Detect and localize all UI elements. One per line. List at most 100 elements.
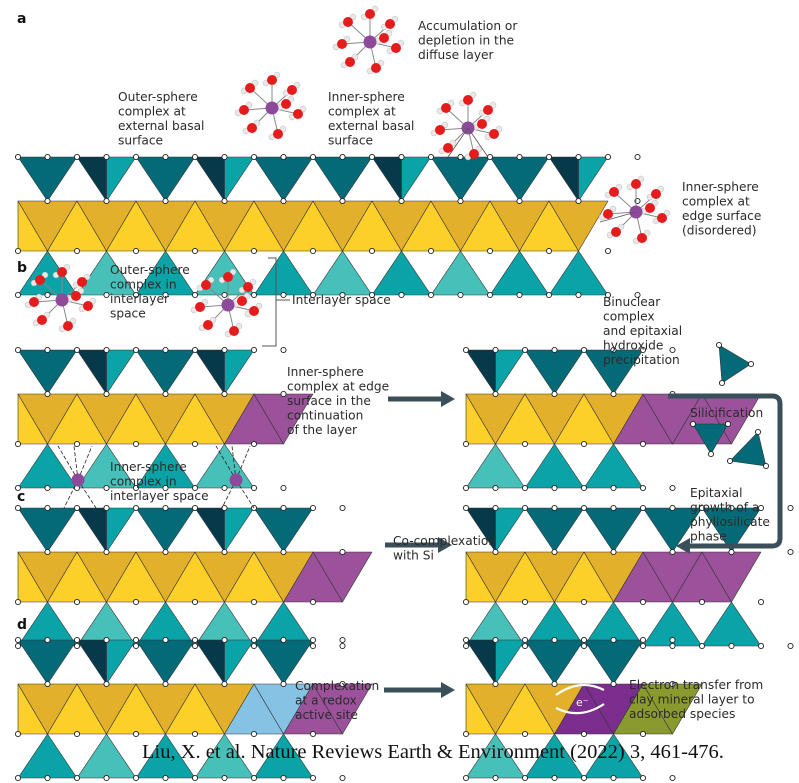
oxygen-atom bbox=[243, 282, 253, 292]
oxygen-node bbox=[669, 548, 676, 556]
oxygen-node bbox=[610, 504, 617, 512]
oxygen-node bbox=[250, 291, 258, 299]
oxygen-node bbox=[44, 484, 51, 492]
oxygen-node bbox=[551, 548, 558, 556]
oxygen-atom bbox=[645, 203, 655, 213]
label-line: phase bbox=[690, 530, 727, 544]
oxygen-node bbox=[103, 346, 110, 354]
label-line: adsorbed species bbox=[629, 707, 735, 721]
tetrahedron bbox=[524, 507, 585, 553]
label-line: external basal bbox=[328, 119, 414, 133]
oxygen-node bbox=[639, 598, 647, 606]
tetrahedron bbox=[76, 639, 107, 685]
silica-tetrahedron bbox=[692, 423, 729, 455]
oxygen-node bbox=[754, 428, 762, 436]
label-line: of the layer bbox=[287, 423, 358, 437]
oxygen-node bbox=[457, 291, 464, 299]
oxygen-node bbox=[728, 504, 735, 512]
oxygen-node bbox=[726, 457, 734, 465]
label-line: active site bbox=[295, 708, 358, 722]
oxygen-node bbox=[521, 636, 529, 644]
tetrahedron bbox=[224, 507, 255, 553]
oxygen-node bbox=[610, 680, 617, 688]
label-line: growth of a bbox=[690, 501, 759, 515]
oxygen-node bbox=[757, 642, 765, 650]
oxygen-node bbox=[462, 346, 470, 354]
oxygen-node bbox=[339, 548, 346, 556]
label-line: Outer-sphere bbox=[110, 263, 190, 277]
interlayer-bracket bbox=[262, 257, 277, 347]
oxygen-node bbox=[250, 484, 258, 492]
diffuse-layer-complex bbox=[332, 5, 405, 75]
oxygen-node bbox=[191, 642, 199, 650]
tetrahedron bbox=[465, 639, 496, 685]
oxygen-atom bbox=[287, 85, 297, 95]
oxygen-node bbox=[610, 636, 617, 644]
oxygen-node bbox=[580, 774, 588, 782]
tetrahedron bbox=[524, 349, 585, 395]
oxygen-node bbox=[604, 247, 612, 255]
oxygen-node bbox=[191, 774, 199, 782]
oxygen-atom bbox=[637, 233, 647, 243]
label-line: precipitation bbox=[603, 353, 680, 367]
oxygen-node bbox=[221, 680, 228, 688]
oxygen-atom bbox=[293, 109, 303, 119]
electron-transfer-arrow bbox=[555, 683, 605, 696]
oxygen-node bbox=[486, 291, 494, 299]
oxygen-node bbox=[280, 680, 287, 688]
oxygen-node bbox=[221, 774, 228, 782]
oxygen-node bbox=[162, 346, 169, 354]
tetrahedron bbox=[17, 507, 78, 553]
tetrahedron bbox=[17, 443, 78, 489]
oxygen-node bbox=[521, 346, 529, 354]
oxygen-atom bbox=[223, 272, 233, 282]
panel-c-layer-right bbox=[462, 504, 794, 650]
metal-cation bbox=[363, 35, 377, 49]
oxygen-node bbox=[462, 730, 470, 738]
oxygen-node bbox=[551, 680, 558, 688]
tetrahedron bbox=[76, 507, 107, 553]
bond-line bbox=[447, 127, 469, 158]
label-line: Electron transfer from bbox=[629, 678, 763, 692]
tetrahedron bbox=[194, 156, 225, 202]
oxygen-atom bbox=[345, 57, 355, 67]
oxygen-node bbox=[339, 642, 346, 650]
oxygen-node bbox=[521, 730, 529, 738]
label-line: complex at bbox=[118, 105, 186, 119]
oxygen-node bbox=[280, 197, 287, 205]
oxygen-node bbox=[551, 346, 558, 354]
label-line: Interlayer space bbox=[292, 293, 391, 307]
oxygen-atom bbox=[337, 39, 347, 49]
oxygen-node bbox=[132, 598, 140, 606]
oxygen-node bbox=[221, 548, 228, 556]
oxygen-node bbox=[191, 153, 199, 161]
oxygen-atom bbox=[391, 43, 401, 53]
oxygen-node bbox=[580, 440, 588, 448]
oxygen-node bbox=[14, 642, 22, 650]
label-line: Silicification bbox=[690, 406, 763, 420]
oxygen-node bbox=[73, 730, 81, 738]
tetrahedron bbox=[135, 156, 196, 202]
oxygen-node bbox=[250, 636, 258, 644]
oxygen-node bbox=[639, 504, 647, 512]
oxygen-node bbox=[707, 450, 715, 458]
tetrahedron bbox=[430, 250, 491, 296]
tetrahedron bbox=[465, 443, 526, 489]
tetrahedron bbox=[401, 156, 432, 202]
oxygen-node bbox=[309, 730, 317, 738]
oxygen-node bbox=[280, 390, 287, 398]
tetrahedron bbox=[371, 250, 432, 296]
oxygen-node bbox=[339, 774, 346, 782]
oxygen-node bbox=[14, 774, 22, 782]
oxygen-node bbox=[427, 153, 435, 161]
oxygen-node bbox=[103, 680, 110, 688]
oxygen-atom bbox=[229, 326, 239, 336]
label-line: complex at bbox=[328, 105, 396, 119]
oxygen-node bbox=[551, 636, 558, 644]
oxygen-node bbox=[639, 642, 647, 650]
panel-d-layer-left bbox=[14, 636, 373, 782]
oxygen-node bbox=[492, 484, 499, 492]
oxygen-node bbox=[724, 420, 732, 428]
